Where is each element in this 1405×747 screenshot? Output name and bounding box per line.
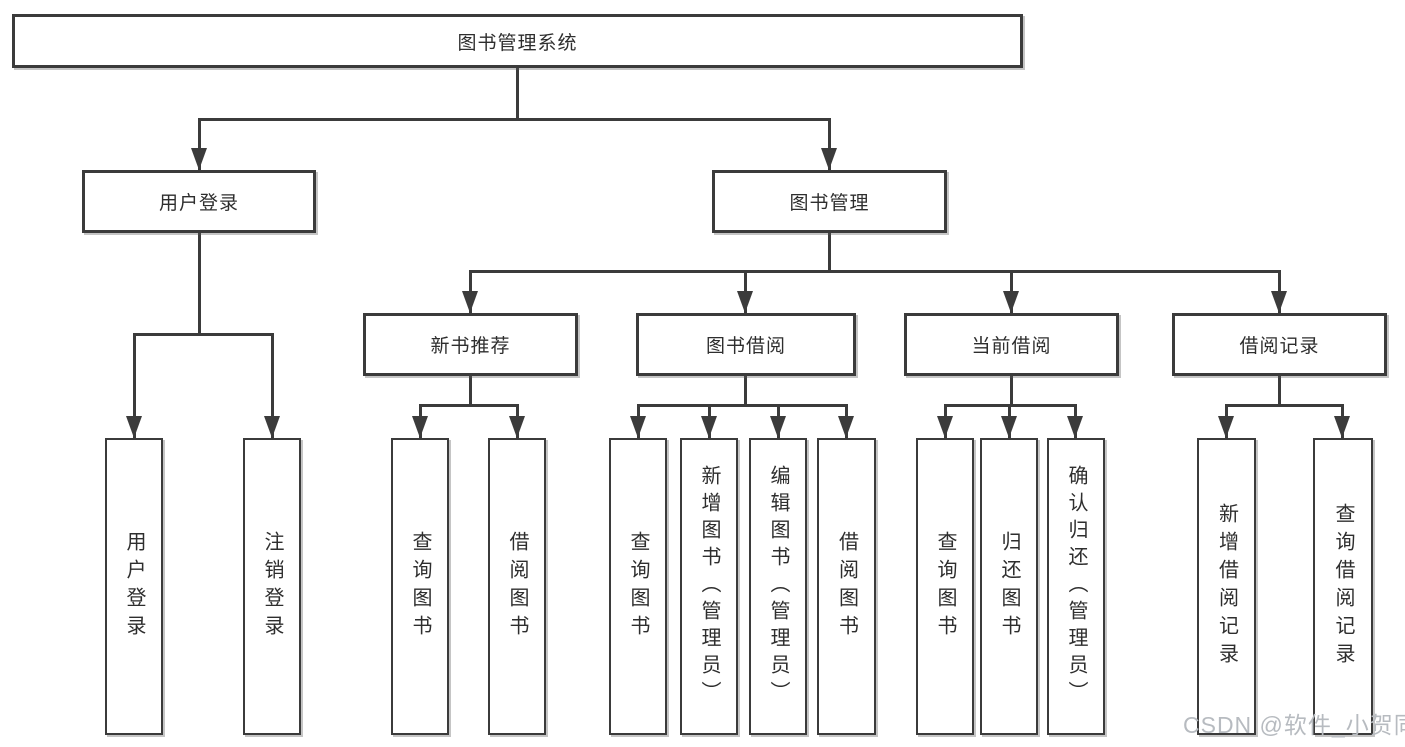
- connector-line: [419, 404, 519, 407]
- node-current-borrow-label: 当前借阅: [971, 336, 1052, 357]
- arrowhead: [737, 291, 753, 313]
- leaf-user-login-label: 用户登录: [123, 530, 145, 643]
- leaf-add-book-admin-label: 新增图书（管理员）: [698, 465, 720, 708]
- arrowhead: [412, 416, 428, 438]
- arrowhead: [191, 148, 207, 170]
- connector-line: [198, 118, 831, 121]
- arrowhead: [1271, 291, 1287, 313]
- leaf-edit-book-admin-label: 编辑图书（管理员）: [767, 465, 789, 708]
- connector-line: [271, 333, 274, 438]
- node-book-management: 图书管理: [712, 170, 947, 233]
- leaf-borrow-book-1-label: 借阅图书: [506, 530, 528, 643]
- leaf-query-book-2: 查询图书: [609, 438, 667, 735]
- connector-line: [637, 404, 847, 407]
- node-user-login: 用户登录: [82, 170, 316, 233]
- arrowhead: [264, 416, 280, 438]
- leaf-borrow-book-2-label: 借阅图书: [835, 530, 858, 643]
- connector-line: [828, 118, 831, 170]
- connector-line: [133, 333, 136, 438]
- connector-line: [1278, 376, 1281, 407]
- node-root: 图书管理系统: [12, 14, 1023, 68]
- leaf-logout-label: 注销登录: [261, 530, 283, 643]
- connector-line: [469, 270, 1281, 273]
- leaf-query-book-2-label: 查询图书: [627, 530, 649, 643]
- leaf-user-login: 用户登录: [105, 438, 163, 735]
- leaf-query-borrow-record: 查询借阅记录: [1313, 438, 1373, 735]
- node-new-book-recommend-label: 新书推荐: [430, 336, 511, 357]
- connector-line: [1225, 404, 1343, 407]
- connector-line: [469, 376, 472, 407]
- arrowhead: [838, 416, 854, 438]
- leaf-query-book-3: 查询图书: [916, 438, 974, 735]
- arrowhead: [1003, 291, 1019, 313]
- node-new-book-recommend: 新书推荐: [363, 313, 578, 376]
- arrowhead: [821, 148, 837, 170]
- leaf-return-book: 归还图书: [980, 438, 1038, 735]
- leaf-confirm-return-admin: 确认归还（管理员）: [1047, 438, 1105, 735]
- leaf-query-book-3-label: 查询图书: [934, 530, 956, 643]
- node-book-management-label: 图书管理: [789, 193, 870, 214]
- leaf-add-borrow-record-label: 新增借阅记录: [1215, 502, 1238, 671]
- arrowhead: [1218, 416, 1234, 438]
- arrowhead: [1001, 416, 1017, 438]
- connector-line: [516, 68, 519, 120]
- connector-line: [133, 333, 274, 336]
- arrowhead: [937, 416, 953, 438]
- node-root-label: 图书管理系统: [457, 32, 578, 54]
- arrowhead: [462, 291, 478, 313]
- leaf-query-book-1-label: 查询图书: [409, 530, 431, 643]
- leaf-query-borrow-record-label: 查询借阅记录: [1332, 502, 1354, 671]
- connector-line: [744, 376, 747, 407]
- node-book-borrow: 图书借阅: [636, 313, 856, 376]
- csdn-watermark: CSDN @软件_小贺同学: [1183, 712, 1405, 738]
- connector-line: [828, 233, 831, 272]
- arrowhead: [630, 416, 646, 438]
- arrowhead: [1334, 416, 1350, 438]
- leaf-logout: 注销登录: [243, 438, 301, 735]
- leaf-borrow-book-1: 借阅图书: [488, 438, 546, 735]
- leaf-return-book-label: 归还图书: [998, 530, 1020, 643]
- connector-line: [1010, 376, 1013, 407]
- leaf-borrow-book-2: 借阅图书: [817, 438, 876, 735]
- arrowhead: [126, 416, 142, 438]
- leaf-edit-book-admin: 编辑图书（管理员）: [749, 438, 807, 735]
- node-borrow-record-label: 借阅记录: [1239, 336, 1320, 357]
- leaf-add-borrow-record: 新增借阅记录: [1197, 438, 1256, 735]
- arrowhead: [509, 416, 525, 438]
- arrowhead: [770, 416, 786, 438]
- arrowhead: [1067, 416, 1083, 438]
- leaf-add-book-admin: 新增图书（管理员）: [680, 438, 738, 735]
- connector-line: [198, 118, 201, 170]
- node-user-login-label: 用户登录: [158, 193, 239, 214]
- node-book-borrow-label: 图书借阅: [705, 336, 786, 357]
- leaf-query-book-1: 查询图书: [391, 438, 449, 735]
- connector-line: [198, 233, 201, 335]
- arrowhead: [701, 416, 717, 438]
- node-current-borrow: 当前借阅: [904, 313, 1119, 376]
- node-borrow-record: 借阅记录: [1172, 313, 1387, 376]
- leaf-confirm-return-admin-label: 确认归还（管理员）: [1065, 465, 1087, 708]
